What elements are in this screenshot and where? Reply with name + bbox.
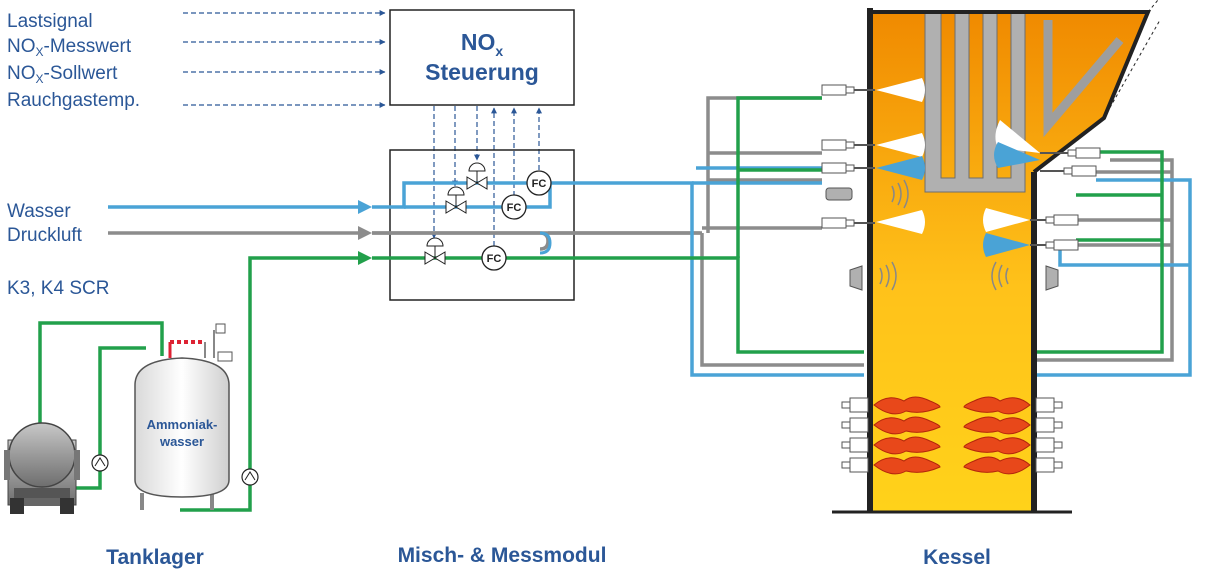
media-label-air: Druckluft bbox=[7, 225, 83, 246]
media-label-water: Wasser bbox=[7, 201, 71, 222]
signal-label-nox-measured: NOX-Messwert bbox=[7, 36, 132, 59]
section-label-tank: Tanklager bbox=[106, 546, 204, 569]
reagent-lines bbox=[38, 96, 1164, 512]
burner-flames bbox=[841, 396, 1063, 475]
controller-title: NOx bbox=[461, 29, 504, 59]
tank-label-2: wasser bbox=[159, 434, 204, 449]
water-lines bbox=[108, 166, 1192, 377]
valve-air-icon bbox=[424, 237, 446, 265]
control-lines bbox=[431, 106, 542, 246]
boiler bbox=[832, 0, 1161, 514]
input-signal-labels: Lastsignal NOX-Messwert NOX-Sollwert Rau… bbox=[7, 11, 140, 111]
flow-controllers: FC FC FC bbox=[481, 170, 552, 271]
section-label-module: Misch- & Messmodul bbox=[398, 544, 607, 567]
tanker-truck-icon bbox=[4, 422, 80, 514]
tank-label-1: Ammoniak- bbox=[147, 417, 218, 432]
mixing-module-box bbox=[389, 149, 575, 301]
nox-controller: NOx Steuerung bbox=[389, 9, 575, 106]
signal-label-load: Lastsignal bbox=[7, 11, 93, 32]
signal-label-nox-setpoint: NOX-Sollwert bbox=[7, 63, 118, 86]
injection-lances bbox=[821, 78, 1101, 291]
fc-water-label: FC bbox=[507, 202, 522, 214]
signal-arrows bbox=[183, 10, 386, 108]
fc-blue-label: FC bbox=[532, 178, 547, 190]
controller-subtitle: Steuerung bbox=[425, 59, 539, 85]
ammonia-tank: Ammoniak- wasser bbox=[134, 323, 233, 510]
valve-water-icon bbox=[445, 186, 467, 214]
bypass-loop bbox=[539, 231, 552, 255]
media-label-reagent: K3, K4 SCR bbox=[7, 278, 109, 299]
signal-label-flue-gas-temp: Rauchgastemp. bbox=[7, 90, 140, 111]
pump-icon bbox=[91, 454, 259, 486]
section-label-boiler: Kessel bbox=[923, 546, 991, 569]
fc-reagent-label: FC bbox=[487, 253, 502, 265]
valves bbox=[424, 162, 488, 265]
valve-blue-icon bbox=[466, 162, 488, 190]
